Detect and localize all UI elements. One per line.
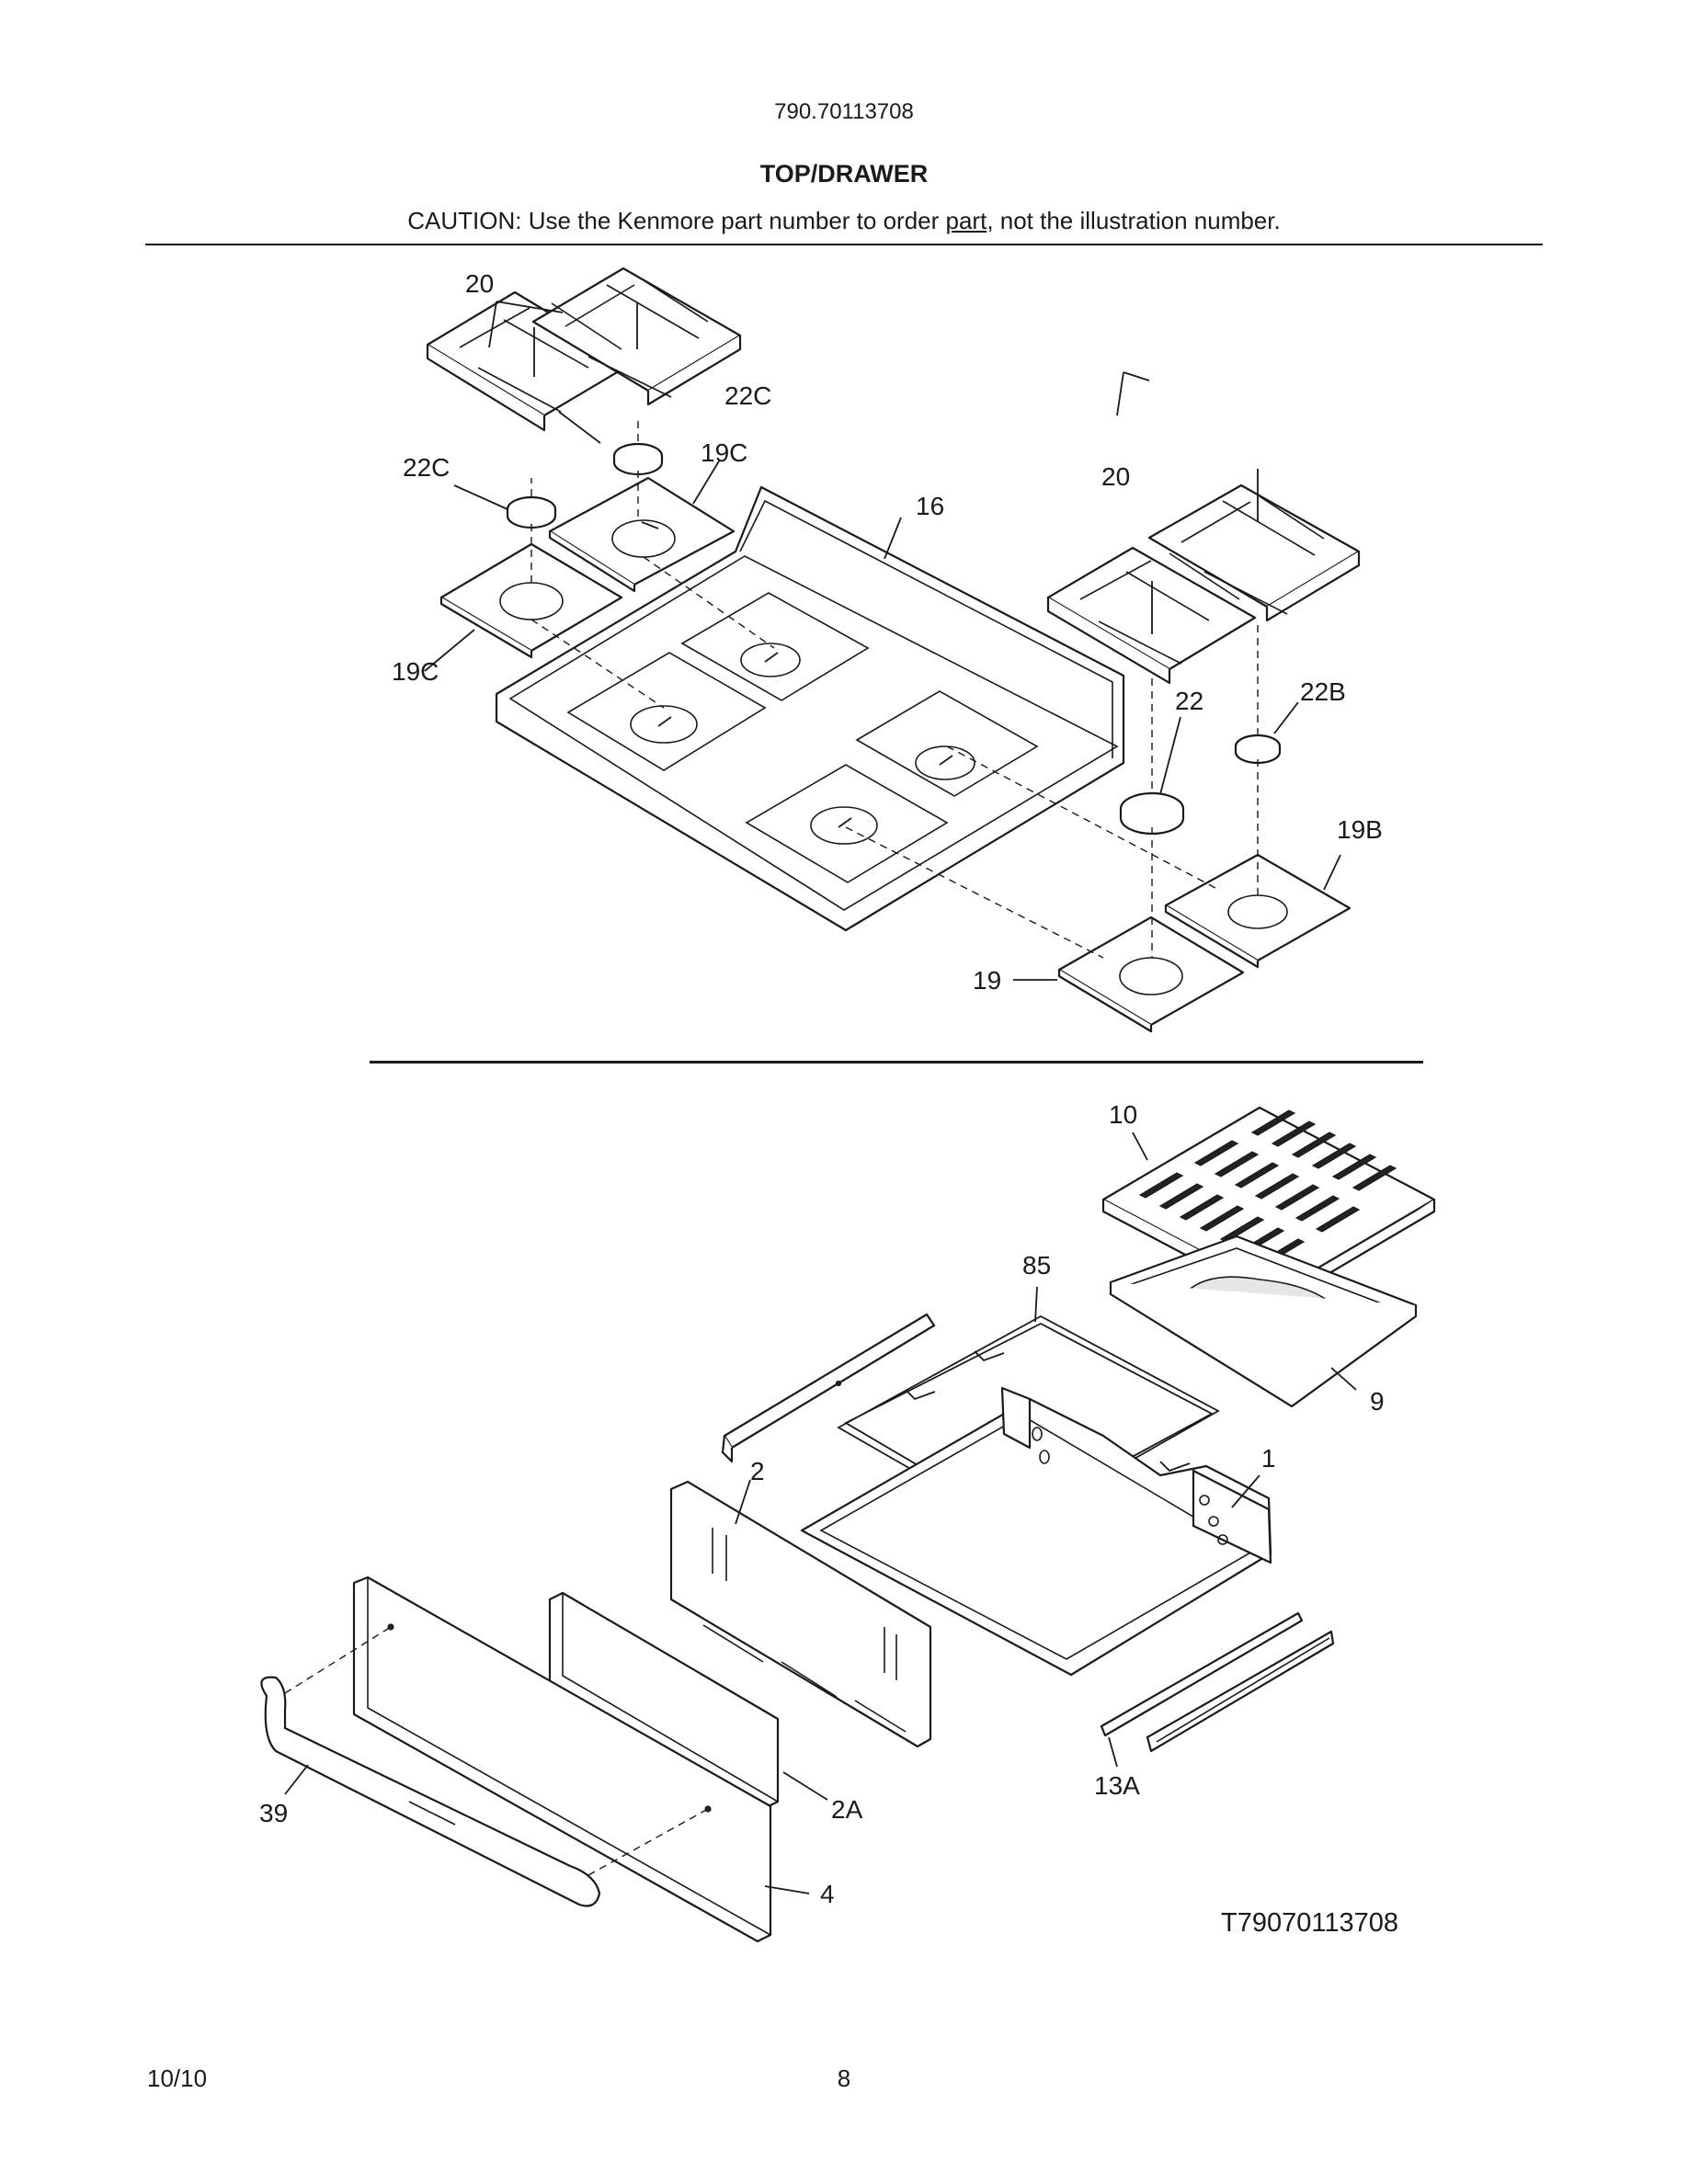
- cap-22c-back: [612, 442, 664, 476]
- side-bracket-left: [721, 1313, 936, 1463]
- drawer-back-2: [669, 1480, 932, 1748]
- callout-16-cooktop: 16: [916, 492, 944, 520]
- callout-22: 22: [1175, 687, 1203, 715]
- caution-text-start: CAUTION: Use the Kenmore part number to …: [407, 207, 946, 234]
- cooktop-16: [495, 485, 1125, 932]
- section-title: TOP/DRAWER: [759, 160, 929, 188]
- grates-left-20: [426, 267, 742, 432]
- callout-22c-back: 22C: [724, 381, 771, 410]
- callout-1: 1: [1261, 1444, 1276, 1473]
- caution-note: CAUTION: Use the Kenmore part number to …: [0, 207, 1688, 235]
- model-number: 790.70113708: [774, 99, 914, 124]
- callout-22c-front: 22C: [403, 453, 450, 482]
- cap-22c-front: [506, 495, 557, 529]
- footer-date: 10/10: [147, 2065, 208, 2092]
- callout-39: 39: [259, 1799, 288, 1827]
- broiler-pan-9: [1109, 1234, 1418, 1408]
- drawer-front-4: [352, 1575, 772, 1943]
- caution-text-end: , not the illustration number.: [987, 207, 1281, 234]
- callout-19c-front: 19C: [392, 657, 439, 686]
- callout-19c-back: 19C: [701, 438, 747, 467]
- slide-rails-13a: [1100, 1611, 1335, 1753]
- broiler-grid-slots: [1138, 1109, 1397, 1265]
- callout-20-left: 20: [465, 269, 494, 298]
- callout-85: 85: [1022, 1251, 1051, 1280]
- callout-10: 10: [1109, 1100, 1137, 1129]
- callout-4: 4: [820, 1880, 835, 1908]
- pan-19b: [1164, 853, 1352, 969]
- callout-19b: 19B: [1337, 815, 1383, 844]
- grates-right-20: [1046, 469, 1361, 685]
- callout-2: 2: [750, 1457, 765, 1485]
- callout-2a: 2A: [831, 1795, 863, 1824]
- page-number: 8: [837, 2065, 851, 2092]
- callout-20-right: 20: [1101, 462, 1130, 491]
- callout-13a: 13A: [1094, 1771, 1140, 1800]
- drawing-id: T79070113708: [1221, 1908, 1398, 1938]
- pan-19c-back: [548, 476, 736, 593]
- callout-22b: 22B: [1300, 677, 1346, 706]
- header-divider: [145, 244, 1543, 245]
- handle-39: [260, 1676, 601, 1907]
- cap-22b-small: [1234, 734, 1282, 765]
- pan-19: [1057, 916, 1245, 1033]
- caution-part-link: part: [945, 207, 987, 234]
- cap-22-large: [1119, 791, 1185, 836]
- drawer-body-1: [800, 1386, 1272, 1677]
- callout-9: 9: [1370, 1387, 1385, 1416]
- callout-19: 19: [973, 966, 1001, 995]
- section-divider: [370, 1061, 1423, 1064]
